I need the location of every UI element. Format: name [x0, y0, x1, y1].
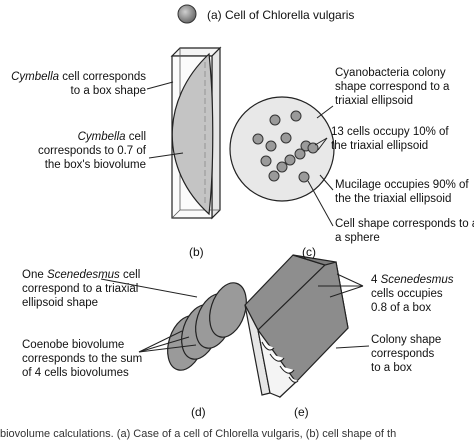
- pointer-b1: [146, 81, 174, 90]
- label-c-colony-shape: Cyanobacteria colony shape correspond to…: [335, 67, 450, 107]
- pointer-e3: [329, 285, 364, 298]
- label-c-sphere: Cell shape corresponds to a a sphere: [335, 218, 474, 244]
- colony-cell: [298, 171, 310, 183]
- label-d-cell: One Scenedesmus cell correspond to a tri…: [22, 269, 141, 309]
- colony-cell: [280, 132, 292, 144]
- pointer-d4: [138, 344, 197, 353]
- colony-cell: [276, 161, 288, 173]
- caption-d: (d): [191, 405, 206, 419]
- boxed-cell: [279, 365, 295, 374]
- pointer-e2: [336, 273, 364, 287]
- colony-cell: [269, 114, 281, 126]
- pointer-d3: [138, 336, 190, 353]
- pointer-b2: [148, 152, 184, 159]
- label-c-cells: 13 cells occupy 10% of the triaxial elli…: [331, 126, 449, 152]
- label-d-coenobe: Coenobe biovolume corresponds to the sum…: [22, 339, 143, 379]
- pointer-c4: [319, 174, 334, 191]
- boxed-cell: [261, 341, 275, 351]
- boxed-cell: [269, 353, 285, 362]
- label-b-box-shape: Cymbella cell corresponds to a box shape: [11, 71, 146, 97]
- chlorella-cell: [177, 4, 197, 24]
- caption-c: (c): [302, 245, 316, 259]
- cymbella-cell: [171, 52, 214, 216]
- label-c-mucilage: Mucilage occupies 90% of the the triaxia…: [335, 179, 469, 205]
- colony-cell: [307, 142, 319, 154]
- label-e-box: Colony shape corresponds to a box: [371, 334, 442, 374]
- colony-cell: [260, 155, 272, 167]
- label-e-cells: 4 Scenedesmus cells occupies 0.8 of a bo…: [371, 274, 454, 314]
- scenedesmus-cell: [209, 282, 247, 338]
- scenedesmus-coenobe: [167, 282, 247, 371]
- colony-cell: [252, 133, 264, 145]
- pointer-c2: [314, 137, 328, 146]
- colony-cell: [290, 110, 302, 122]
- pointer-c5: [307, 180, 334, 227]
- caption-e: (e): [294, 405, 309, 419]
- boxed-cell: [288, 376, 299, 383]
- colony-cell: [284, 154, 296, 166]
- pointer-e4: [335, 345, 370, 349]
- pointer-d1: [100, 278, 198, 298]
- scenedesmus-box: [244, 254, 349, 399]
- pointer-c3: [317, 137, 328, 151]
- colony-cell: [265, 140, 277, 152]
- colony-cell: [268, 170, 280, 182]
- caption-b: (b): [189, 245, 204, 259]
- pointer-c1: [316, 105, 334, 119]
- label-b-biovolume: Cymbella cell corresponds to 0.7 of the …: [37, 131, 146, 171]
- pointer-d2: [138, 330, 183, 353]
- caption-a: (a) Cell of Chlorella vulgaris: [207, 8, 355, 22]
- colony-cells: [252, 110, 319, 183]
- colony-cell: [294, 148, 306, 160]
- figure-caption-text: biovolume calculations. (a) Case of a ce…: [0, 428, 397, 440]
